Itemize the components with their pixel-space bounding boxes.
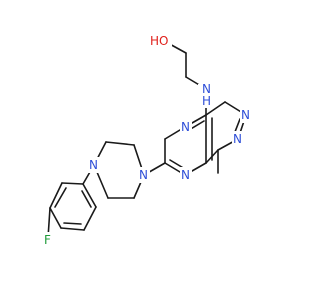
pyrazole-n-a-label: N [241,108,250,122]
amine-n-label: N [202,82,211,96]
hydroxyl-label: HO [150,34,168,48]
bond-lines [47,41,247,239]
molecule-structure-diagram: HO N H N N N N N N F [42,33,252,248]
piperazine-n-top-label: N [139,168,148,182]
piperazine-n-bottom-label: N [89,158,98,172]
fluorine-label: F [44,233,51,247]
pyrimidine-n-top-label: N [181,120,190,134]
amine-h-label: H [202,94,211,108]
pyrazole-n-b-label: N [233,132,242,146]
atom-labels: HO N H N N N N N N F [42,33,252,248]
pyrimidine-n-bottom-label: N [181,168,190,182]
